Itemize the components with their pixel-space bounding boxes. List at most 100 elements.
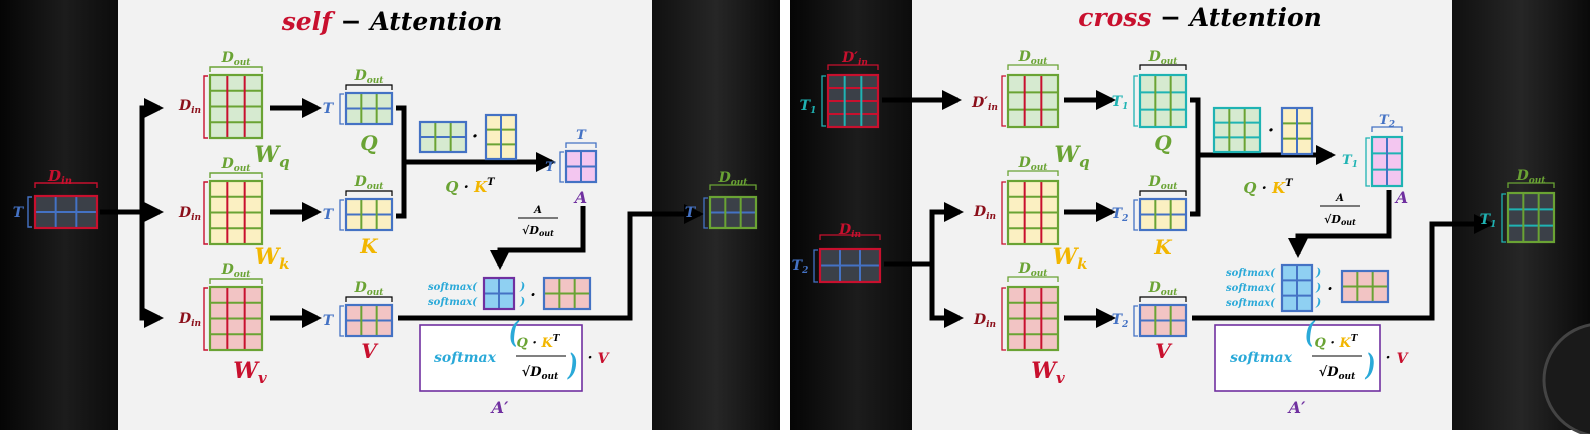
matrix-cell-area: [1214, 108, 1260, 152]
wk-label: Wk: [254, 244, 289, 273]
svg-text:): ): [1315, 281, 1321, 294]
svg-text:Dout: Dout: [1018, 261, 1049, 279]
svg-text:Wv: Wv: [1031, 358, 1065, 387]
wk-matrix: Dout Din Wk: [973, 155, 1088, 273]
svg-text:A′: A′: [1287, 398, 1306, 417]
svg-text:Dout: Dout: [1516, 168, 1547, 186]
svg-text:T2: T2: [792, 258, 809, 276]
svg-text:softmax(: softmax(: [1226, 283, 1276, 294]
svg-text:Din: Din: [973, 312, 996, 330]
svg-text:): ): [567, 348, 578, 383]
matrix-grid: [1212, 106, 1262, 154]
svg-text:T: T: [545, 160, 556, 175]
matrix-grid: [344, 197, 394, 232]
wv-matrix: Dout Din Wv: [178, 262, 267, 387]
svg-text:V: V: [1155, 339, 1173, 363]
matrix-grid: [1340, 269, 1390, 304]
matrix-grid: [208, 179, 264, 246]
matrix-border: [1370, 135, 1404, 188]
svg-text:T: T: [685, 205, 697, 221]
softmax-arrow: [1288, 190, 1392, 258]
softmax-block: softmax( softmax( softmax( ) ) ) ·: [1226, 263, 1390, 313]
svg-text:Dout: Dout: [1018, 155, 1049, 173]
svg-text:·: ·: [1268, 120, 1274, 141]
wv-matrix: Dout Din Wv: [973, 261, 1065, 387]
svg-text:Wq: Wq: [1054, 142, 1089, 171]
svg-text:Wk: Wk: [1052, 244, 1087, 273]
svg-text:softmax(: softmax(: [428, 297, 478, 308]
svg-text:): ): [1315, 266, 1321, 279]
svg-text:Dout: Dout: [1148, 280, 1179, 298]
scale-fraction: A √Dout: [518, 205, 558, 238]
svg-text:√Dout: √Dout: [1319, 365, 1356, 382]
svg-text:·: ·: [530, 285, 536, 304]
title-cross: cross: [1078, 3, 1151, 32]
matrix-grid: [1280, 106, 1314, 156]
a-matrix: T2 T1 A: [1342, 113, 1408, 207]
matrix-grid: [708, 195, 758, 230]
matrix-border: [542, 276, 592, 311]
svg-text:): ): [1365, 348, 1376, 383]
matrix-border: [418, 120, 468, 154]
matrix-border: [1212, 106, 1262, 154]
title-rest: − Attention: [332, 7, 502, 36]
k-matrix: Dout T K: [323, 174, 394, 258]
svg-text:T: T: [323, 101, 335, 117]
svg-text:Din: Din: [973, 204, 996, 222]
matrix-cell-area: [1140, 75, 1186, 127]
svg-text:Din: Din: [838, 222, 861, 240]
wk-matrix: Dout Din Wk: [178, 156, 290, 273]
matrix-grid: [418, 120, 468, 154]
svg-text:Q · KT: Q · KT: [517, 334, 561, 351]
q-matrix: Dout T Q: [323, 68, 394, 155]
matrix-border: [1006, 179, 1060, 246]
title: cross − Attention: [1078, 3, 1322, 32]
v-matrix: Dout T2 V: [1112, 280, 1188, 363]
qk-arrows: [396, 105, 556, 219]
svg-text:Dout: Dout: [221, 50, 252, 68]
svg-text:softmax(: softmax(: [428, 282, 478, 293]
output-matrix: Dout T: [685, 170, 758, 230]
svg-text:D′in: D′in: [841, 50, 868, 68]
svg-text:A: A: [533, 205, 542, 216]
matrix-grid: [33, 194, 99, 230]
output-matrix: Dout T1: [1480, 168, 1556, 244]
qk-product: · Q · KT: [418, 113, 518, 196]
wq-matrix: Dout D′in Wq: [971, 49, 1090, 171]
dark-edge-left: [790, 0, 912, 430]
svg-text:T1: T1: [1112, 94, 1129, 112]
projection-arrows: [1064, 90, 1116, 328]
input-matrix: Din T: [13, 167, 99, 230]
a-prime-label: A′: [490, 398, 509, 417]
qk-label: Q · KT: [445, 177, 496, 196]
projection-arrows: [270, 98, 322, 328]
input-2-matrix: Din T2: [792, 222, 882, 284]
k-matrix: Dout T2 K: [1112, 174, 1188, 259]
matrix-border: [1506, 191, 1556, 244]
matrix-grid: [564, 149, 598, 184]
svg-text:T: T: [323, 313, 335, 329]
title: self − Attention: [281, 7, 503, 36]
matrix-grid: [208, 73, 264, 140]
svg-text:·: ·: [1327, 279, 1333, 298]
matrix-border: [344, 303, 394, 338]
matrix-border: [564, 149, 598, 184]
matrix-border: [208, 179, 264, 246]
output-arrow: [398, 204, 704, 321]
formula-box: softmax ( Q · KT √Dout ) · V A′: [419, 316, 611, 417]
svg-text:Dout: Dout: [221, 262, 252, 280]
matrix-border: [1138, 197, 1188, 232]
svg-text:Din: Din: [178, 311, 201, 329]
matrix-grid: [542, 276, 592, 311]
svg-text:√Dout: √Dout: [522, 224, 554, 238]
matrix-grid: [482, 276, 516, 311]
svg-text:Q: Q: [1154, 131, 1172, 155]
title-self: self: [281, 7, 336, 36]
matrix-grid: [1280, 263, 1314, 313]
matrix-grid: [1006, 285, 1060, 352]
wq-matrix: Dout Din Wq: [178, 50, 290, 171]
svg-text:·: ·: [1386, 350, 1391, 366]
matrix-border: [826, 73, 880, 129]
svg-text:Q · KT: Q · KT: [1315, 334, 1359, 351]
matrix-border: [1138, 303, 1188, 338]
